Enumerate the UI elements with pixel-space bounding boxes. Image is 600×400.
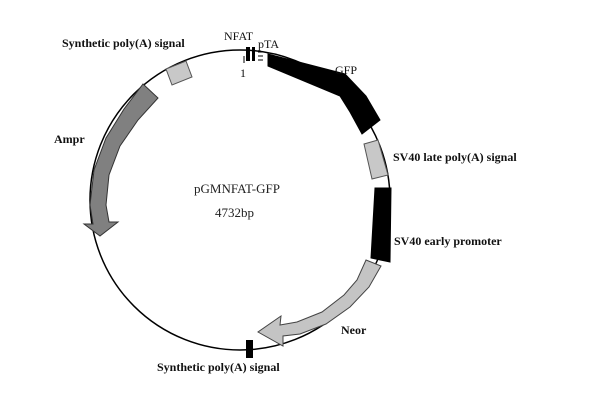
neor-label: Neor <box>341 323 367 337</box>
nfat-label: NFAT <box>224 29 254 43</box>
nfat-element-2 <box>252 47 255 61</box>
labels-layer: NFAT pTA 1 GFP SV40 late poly(A) signal … <box>54 29 517 374</box>
plasmid-name: pGMNFAT-GFP <box>194 181 280 196</box>
gfp-label: GFP <box>335 63 357 77</box>
synthetic-polya-top-label: Synthetic poly(A) signal <box>62 36 185 50</box>
sv40-early-promoter-block <box>370 187 392 263</box>
ampr-label: Ampr <box>54 132 85 146</box>
features-layer <box>82 47 392 358</box>
plasmid-size: 4732bp <box>215 205 254 220</box>
nfat-element <box>246 47 250 61</box>
sv40-late-polya-label: SV40 late poly(A) signal <box>393 150 517 164</box>
gfp-arrow <box>267 53 381 135</box>
ampr-arrow <box>82 83 159 237</box>
pta-label: pTA <box>258 37 279 51</box>
sv40-early-promoter-label: SV40 early promoter <box>394 234 502 248</box>
pta-element <box>258 51 263 61</box>
origin-label: 1 <box>240 66 246 80</box>
synthetic-polya-top-box <box>165 60 193 86</box>
neor-arrow <box>257 259 382 347</box>
sv40-late-polya-box <box>363 139 389 180</box>
synthetic-polya-bottom-block <box>246 340 253 358</box>
synthetic-polya-bottom-label: Synthetic poly(A) signal <box>157 360 280 374</box>
